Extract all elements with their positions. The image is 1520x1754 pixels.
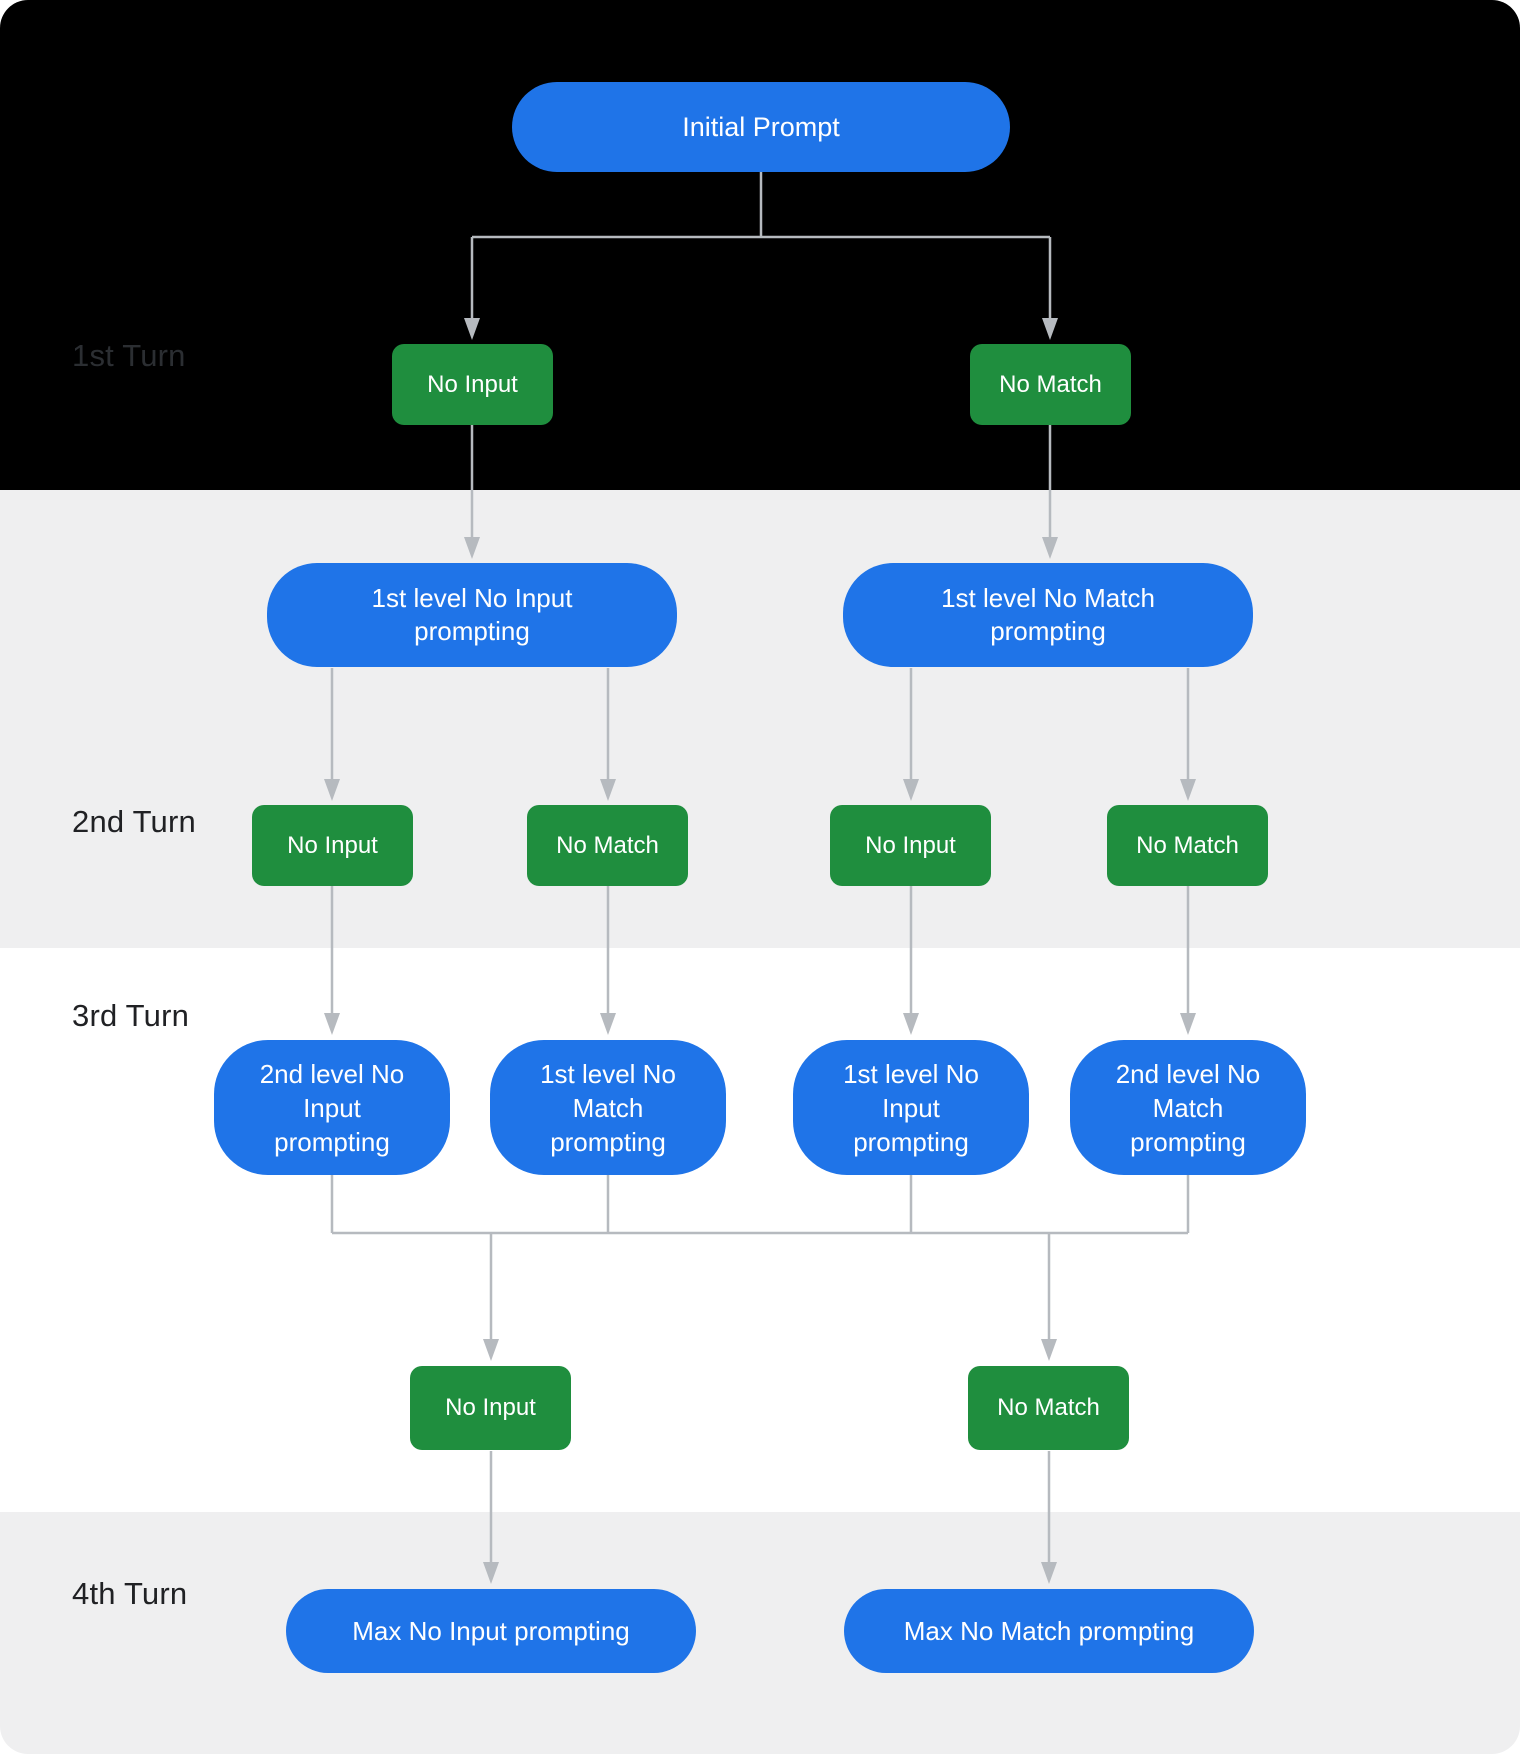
turn-label-1: 1st Turn — [72, 338, 186, 373]
node-t3-no-input: No Input — [410, 1366, 571, 1450]
node-t3-1st-level-no-match: 1st level No Match prompting — [490, 1040, 726, 1175]
turn-label-3: 3rd Turn — [72, 998, 190, 1033]
turn-label-2: 2nd Turn — [72, 804, 196, 839]
node-max-no-input-prompting: Max No Input prompting — [286, 1589, 696, 1673]
node-max-no-match-prompting: Max No Match prompting — [844, 1589, 1254, 1673]
band-turn-1 — [0, 0, 1520, 490]
node-t2-no-input-prompting: 1st level No Input prompting — [267, 563, 677, 667]
band-turn-4 — [0, 1512, 1520, 1754]
node-t3-1st-level-no-input: 1st level No Input prompting — [793, 1040, 1029, 1175]
node-t2-event-no-match-1: No Match — [527, 805, 688, 886]
node-t3-2nd-level-no-match: 2nd level No Match prompting — [1070, 1040, 1306, 1175]
node-t2-event-no-input-1: No Input — [252, 805, 413, 886]
node-t1-no-input: No Input — [392, 344, 553, 425]
node-t2-event-no-input-2: No Input — [830, 805, 991, 886]
node-t2-no-match-prompting: 1st level No Match prompting — [843, 563, 1253, 667]
node-t3-2nd-level-no-input: 2nd level No Input prompting — [214, 1040, 450, 1175]
node-t2-event-no-match-2: No Match — [1107, 805, 1268, 886]
node-t1-no-match: No Match — [970, 344, 1131, 425]
connector-path — [330, 172, 1190, 1566]
turn-label-4: 4th Turn — [72, 1576, 188, 1611]
node-t3-no-match: No Match — [968, 1366, 1129, 1450]
node-initial-prompt: Initial Prompt — [512, 82, 1010, 172]
